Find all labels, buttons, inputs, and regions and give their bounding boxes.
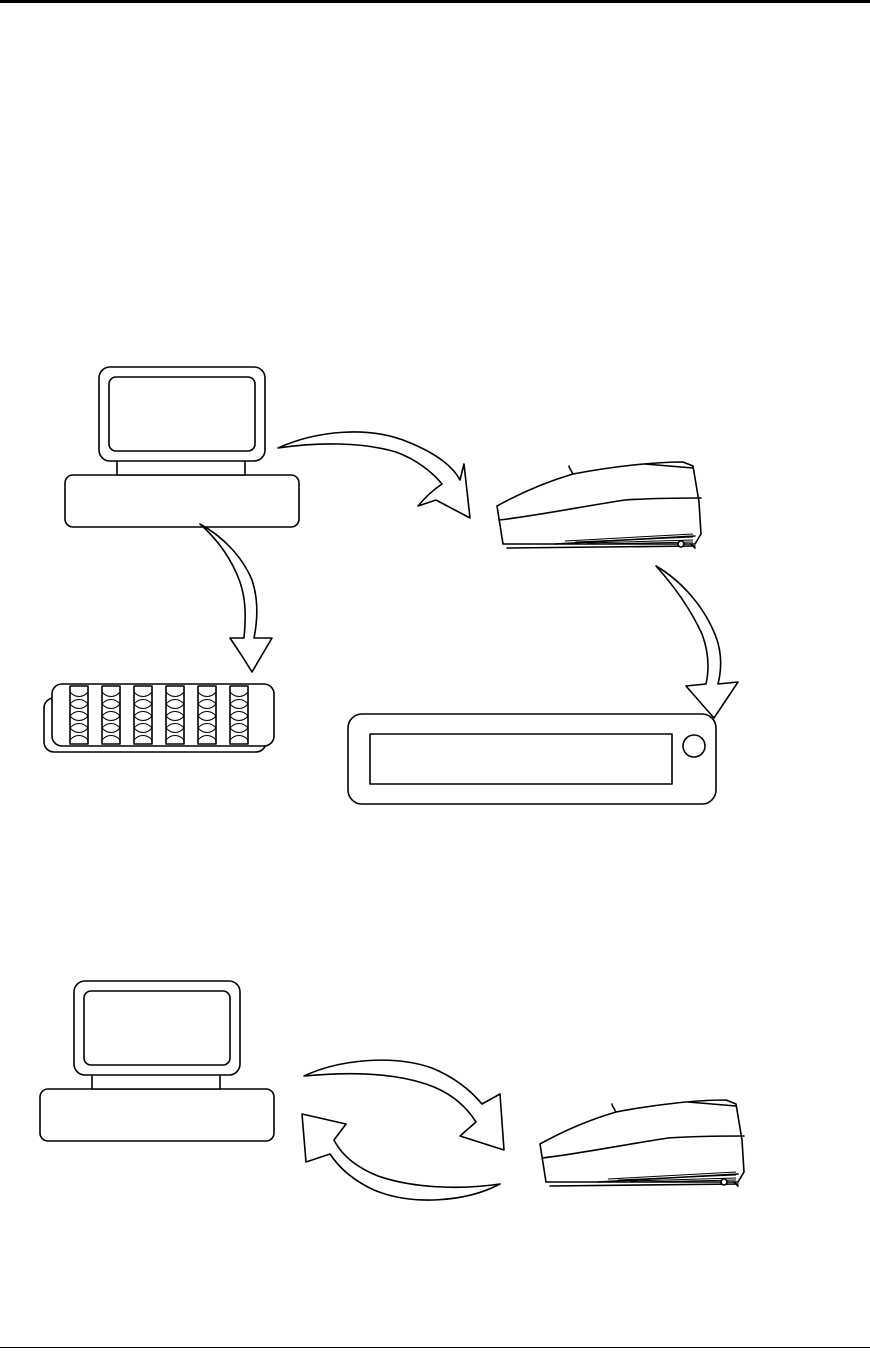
arrow-computer-to-card [200, 524, 272, 672]
pole-display-icon [348, 714, 716, 804]
top-diagram [44, 367, 738, 804]
receipt-printer-icon [497, 462, 701, 548]
desktop-computer-icon [40, 981, 274, 1141]
punched-card-icon [44, 684, 274, 752]
bottom-diagram [40, 981, 744, 1200]
receipt-printer-icon [540, 1100, 744, 1186]
arrow-computer-to-printer [278, 432, 470, 518]
footer-rule [0, 1347, 870, 1348]
desktop-computer-icon [65, 367, 299, 527]
arrow-printer-to-display [656, 566, 738, 718]
